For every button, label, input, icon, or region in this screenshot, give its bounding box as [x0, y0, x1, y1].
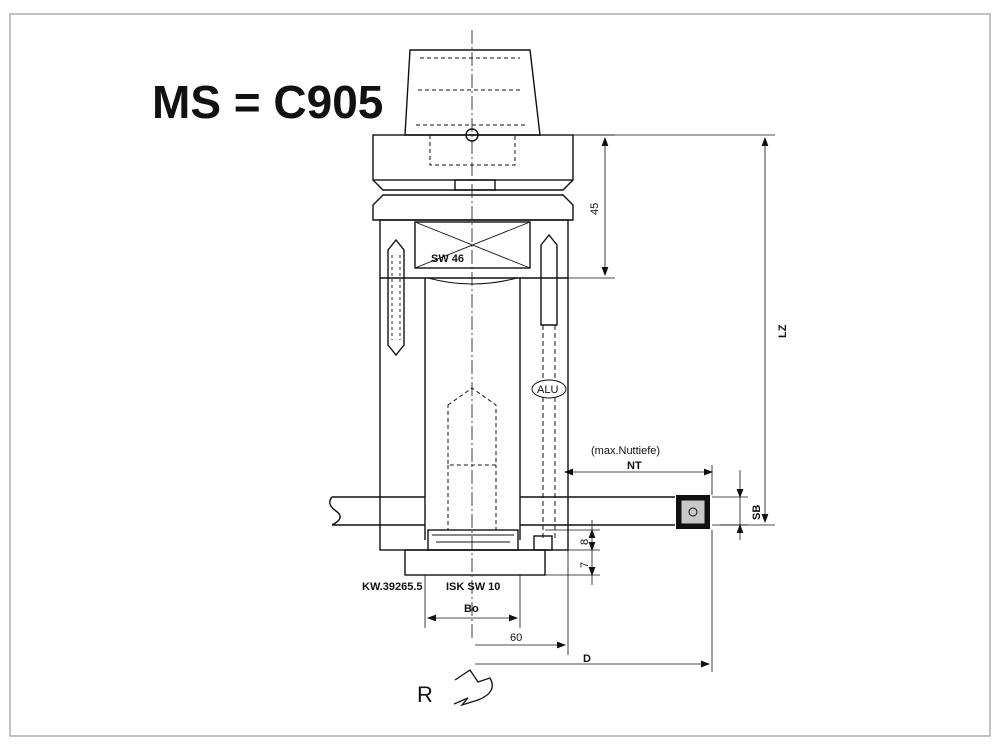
sb-label: SB — [751, 505, 763, 520]
right-pin — [540, 233, 558, 326]
nt-label: NT — [627, 460, 642, 472]
wrench-flat — [414, 221, 531, 269]
bar-left — [332, 496, 425, 526]
r-label: R — [417, 682, 433, 707]
insert-screw — [688, 507, 698, 517]
dim-45: 45 — [589, 203, 601, 215]
bottom-nut — [404, 549, 546, 576]
tool-holder — [329, 49, 675, 576]
left-pin — [387, 238, 405, 357]
d-label: D — [583, 653, 591, 665]
max-nuttiefe-label: (max.Nuttiefe) — [591, 445, 660, 457]
rotation-arrow — [453, 669, 493, 707]
collar — [372, 194, 574, 221]
flange-key — [454, 179, 496, 191]
taper-hidden-lines — [416, 57, 525, 126]
sw46-label: SW 46 — [431, 253, 464, 265]
title-text: MS = C905 — [152, 76, 383, 128]
bar-right — [520, 496, 675, 526]
hidden-screw-head — [447, 387, 497, 466]
flange — [372, 134, 574, 181]
taper-hidden-bore — [429, 135, 516, 166]
coolant-channel — [542, 325, 556, 540]
isk-label: ISK SW 10 — [446, 581, 500, 593]
dim-7: 7 — [579, 562, 591, 568]
inner-bore — [424, 278, 521, 540]
alu-label: ALU — [537, 384, 558, 396]
dimension-lines — [424, 134, 775, 672]
dim-60: 60 — [510, 632, 522, 644]
bar-break — [329, 496, 341, 526]
bo-label: Bo — [464, 603, 479, 615]
kw-label: KW.39265.5 — [362, 581, 423, 593]
dim-8: 8 — [579, 539, 591, 545]
alu-badge — [531, 379, 567, 399]
nut-collar — [427, 529, 519, 551]
taper-shank — [404, 49, 541, 136]
lz-label: LZ — [777, 324, 789, 338]
flange-groove — [372, 179, 574, 191]
page-border — [9, 13, 991, 737]
cutter-insert — [680, 499, 706, 525]
set-screw — [533, 535, 553, 551]
